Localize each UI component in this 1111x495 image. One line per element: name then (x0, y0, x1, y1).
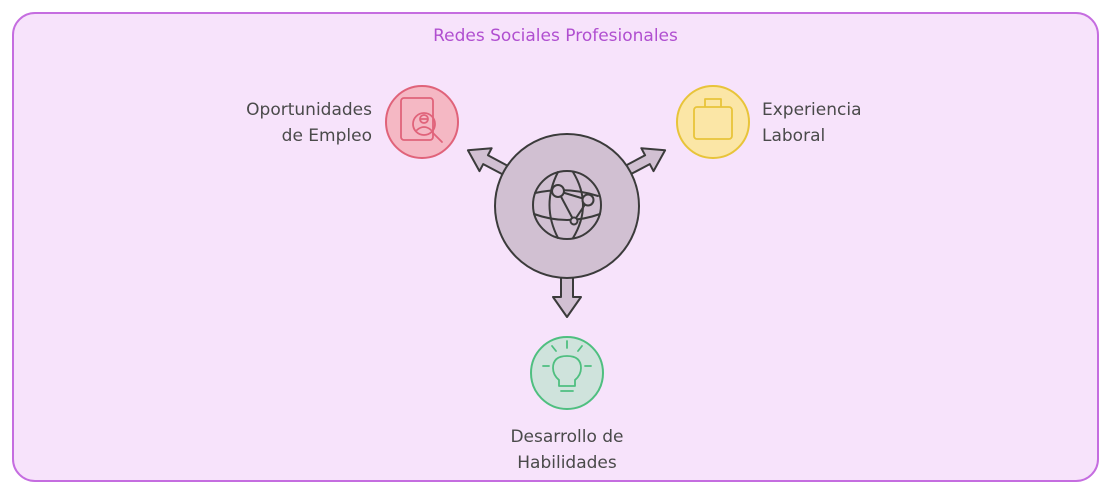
arrow-to-empleo (466, 147, 509, 176)
label-experiencia-line-2: Laboral (762, 126, 826, 146)
lightbulb-icon (542, 340, 592, 392)
globe-network-icon (532, 170, 602, 240)
label-empleo: Oportunidades de Empleo (232, 97, 372, 149)
label-experiencia-line-1: Experiencia (762, 100, 862, 120)
label-habilidades-line-1: Desarrollo de (510, 427, 624, 447)
label-empleo-line-2: de Empleo (281, 126, 372, 146)
label-experiencia: Experiencia Laboral (762, 97, 862, 149)
node-habilidades (530, 336, 604, 410)
node-experiencia (676, 85, 750, 159)
arrow-to-experiencia (624, 147, 667, 176)
label-habilidades-line-2: Habilidades (517, 453, 617, 473)
label-habilidades: Desarrollo de Habilidades (467, 424, 667, 476)
diagram-title: Redes Sociales Profesionales (433, 26, 678, 46)
briefcase-icon (693, 98, 733, 140)
label-empleo-line-1: Oportunidades (246, 100, 372, 120)
job-search-icon (400, 97, 443, 143)
